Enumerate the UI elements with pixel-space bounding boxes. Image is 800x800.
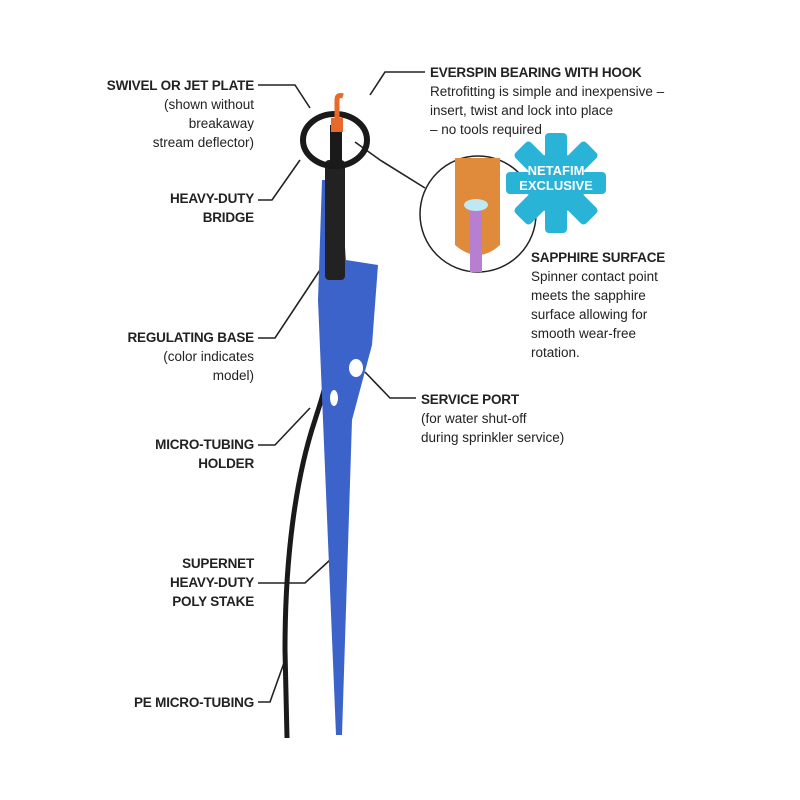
callout-lines xyxy=(258,71,426,703)
label-everspin: EVERSPIN BEARING WITH HOOK Retrofitting … xyxy=(430,63,664,139)
label-text: stream deflector) xyxy=(152,135,254,150)
netafim-exclusive-badge: NETAFIM EXCLUSIVE xyxy=(510,163,602,193)
label-tubing: PE MICRO-TUBING xyxy=(134,693,254,712)
label-title: HEAVY-DUTY xyxy=(169,191,254,206)
service-port-hole xyxy=(349,359,363,377)
label-title: REGULATING BASE xyxy=(127,330,254,345)
label-title: SUPERNET xyxy=(182,556,254,571)
label-text: rotation. xyxy=(531,345,580,360)
label-title: HEAVY-DUTY xyxy=(169,575,254,590)
regulating-base xyxy=(325,160,345,280)
badge-line: EXCLUSIVE xyxy=(519,178,593,193)
label-service-port: SERVICE PORT (for water shut-off during … xyxy=(421,390,564,447)
badge-line: NETAFIM xyxy=(527,163,585,178)
label-stake: SUPERNET HEAVY-DUTY POLY STAKE xyxy=(170,554,254,611)
label-base: REGULATING BASE (color indicates model) xyxy=(127,328,254,385)
label-swivel: SWIVEL OR JET PLATE (shown without break… xyxy=(107,76,254,152)
label-title: MICRO-TUBING xyxy=(155,437,254,452)
label-text: (for water shut-off xyxy=(421,411,527,426)
label-text: meets the sapphire xyxy=(531,288,646,303)
label-title: SAPPHIRE SURFACE xyxy=(531,250,666,265)
label-text: during sprinkler service) xyxy=(421,430,565,445)
label-text: smooth wear-free xyxy=(531,326,637,341)
label-text: (color indicates xyxy=(163,349,254,364)
hook xyxy=(334,93,344,120)
label-title: EVERSPIN BEARING WITH HOOK xyxy=(430,65,642,80)
label-title: SERVICE PORT xyxy=(421,392,519,407)
label-text: Retrofitting is simple and inexpensive – xyxy=(430,84,665,99)
label-title: HOLDER xyxy=(198,456,254,471)
label-title: POLY STAKE xyxy=(172,594,254,609)
label-bridge: HEAVY-DUTY BRIDGE xyxy=(170,189,254,227)
label-sapphire: SAPPHIRE SURFACE Spinner contact point m… xyxy=(531,248,665,362)
label-text: breakaway xyxy=(188,116,254,131)
label-text: (shown without xyxy=(163,97,254,112)
label-title: PE MICRO-TUBING xyxy=(134,695,254,710)
label-title: SWIVEL OR JET PLATE xyxy=(106,78,254,93)
netafim-badge-shape xyxy=(506,133,606,233)
label-text: Spinner contact point xyxy=(531,269,658,284)
label-text: – no tools required xyxy=(430,122,542,137)
label-text: model) xyxy=(212,368,254,383)
label-holder: MICRO-TUBING HOLDER xyxy=(155,435,254,473)
label-text: insert, twist and lock into place xyxy=(430,103,614,118)
stake xyxy=(318,180,378,735)
label-text: surface allowing for xyxy=(531,307,648,322)
label-title: BRIDGE xyxy=(202,210,255,225)
